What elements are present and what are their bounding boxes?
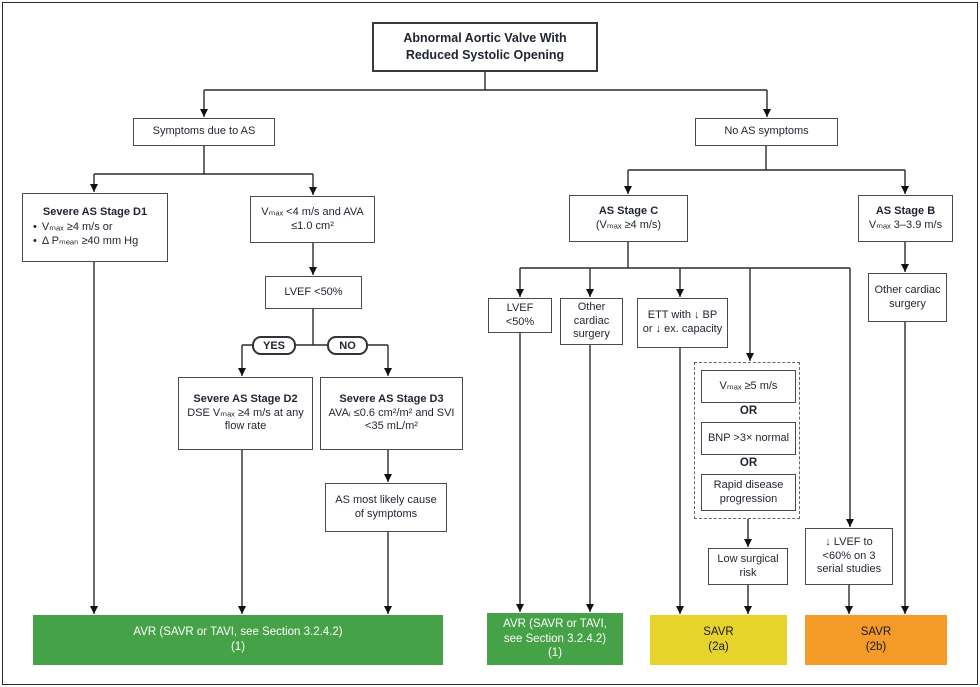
- or-label-2: OR: [739, 457, 758, 469]
- criteria-group-dotted-box: [694, 362, 800, 519]
- d2-title: Severe AS Stage D2: [193, 392, 298, 405]
- d1-bullet-1: Vₘₐₓ ≥4 m/s or: [41, 221, 113, 234]
- avr-secondary-line1: AVR (SAVR or TAVI, see Section 3.2.4.2): [503, 617, 607, 645]
- vmax-ge5-text: Vₘₐₓ ≥5 m/s: [719, 379, 778, 392]
- node-vmax-lt4-ava: Vₘₐₓ <4 m/s and AVA ≤1.0 cm²: [250, 196, 375, 243]
- node-low-surgical-risk: Low surgical risk: [708, 548, 788, 585]
- no-label: NO: [339, 339, 356, 352]
- savr-2a-class: (2a): [708, 641, 729, 653]
- lvef-lt50-left-text: LVEF <50%: [284, 285, 343, 298]
- d3-body: AVAᵢ ≤0.6 cm²/m² and SVI <35 mL/m²: [328, 406, 455, 433]
- d3-title: Severe AS Stage D3: [339, 392, 444, 405]
- d1-bullet-2: Δ Pₘₑₐₙ ≥40 mm Hg: [41, 234, 139, 247]
- node-symptoms-due-to-as: Symptoms due to AS: [133, 118, 275, 146]
- bnp-text: BNP >3× normal: [707, 431, 790, 444]
- root-title-node: Abnormal Aortic Valve With Reduced Systo…: [372, 22, 598, 72]
- or-label-1: OR: [739, 405, 758, 417]
- node-other-cardiac-surgery: Other cardiac surgery: [560, 298, 623, 345]
- outcome-avr-secondary: AVR (SAVR or TAVI, see Section 3.2.4.2) …: [487, 613, 623, 665]
- lvef-decline-text: ↓ LVEF to <60% on 3 serial studies: [816, 535, 882, 576]
- rapid-progression-text: Rapid disease progression: [713, 478, 784, 505]
- node-lvef-lt50-right: LVEF <50%: [488, 298, 552, 333]
- node-other-cardiac-surgery-b: Other cardiac surgery: [868, 273, 947, 322]
- as-most-likely-text: AS most likely cause of symptoms: [335, 493, 437, 520]
- savr-2b-line1: SAVR: [860, 626, 892, 639]
- node-no-as-symptoms: No AS symptoms: [695, 118, 838, 146]
- vmax-lt4-text: Vₘₐₓ <4 m/s and AVA ≤1.0 cm²: [261, 205, 364, 232]
- d1-title: Severe AS Stage D1: [42, 206, 148, 219]
- avr-main-line1: AVR (SAVR or TAVI, see Section 3.2.4.2): [133, 626, 343, 639]
- avr-main-class: (1): [230, 641, 246, 653]
- d1-criteria-list: Vₘₐₓ ≥4 m/s or Δ Pₘₑₐₙ ≥40 mm Hg: [27, 221, 163, 249]
- yes-pill: YES: [252, 336, 296, 355]
- outcome-savr-2b: SAVR (2b): [805, 615, 947, 665]
- no-pill: NO: [327, 336, 368, 355]
- stage-b-title: AS Stage B: [875, 204, 936, 217]
- node-vmax-ge5: Vₘₐₓ ≥5 m/s: [701, 370, 796, 403]
- node-as-most-likely: AS most likely cause of symptoms: [325, 483, 447, 532]
- savr-2a-line1: SAVR: [703, 626, 734, 639]
- node-bnp: BNP >3× normal: [701, 422, 796, 455]
- symptoms-header-text: Symptoms due to AS: [152, 125, 256, 138]
- node-as-stage-b: AS Stage B Vₘₐₓ 3–3.9 m/s: [858, 195, 953, 242]
- lvef-lt50-right-text: LVEF <50%: [505, 301, 535, 328]
- no-as-symptoms-text: No AS symptoms: [724, 125, 809, 138]
- outcome-savr-2a: SAVR (2a): [650, 615, 787, 665]
- ett-text: ETT with ↓ BP or ↓ ex. capacity: [642, 309, 723, 335]
- other-cardiac-surgery-b-text: Other cardiac surgery: [874, 283, 941, 310]
- node-lvef-decline: ↓ LVEF to <60% on 3 serial studies: [805, 528, 893, 585]
- low-surgical-risk-text: Low surgical risk: [717, 552, 779, 579]
- node-severe-as-stage-d2: Severe AS Stage D2 DSE Vₘₐₓ ≥4 m/s at an…: [178, 377, 313, 450]
- other-cardiac-surgery-text: Other cardiac surgery: [573, 300, 610, 341]
- d2-body: DSE Vₘₐₓ ≥4 m/s at any flow rate: [187, 406, 304, 433]
- savr-2b-class: (2b): [865, 641, 887, 653]
- stage-c-subtitle: (Vₘₐₓ ≥4 m/s): [595, 218, 662, 231]
- root-title-text: Abnormal Aortic Valve With Reduced Systo…: [403, 31, 567, 62]
- node-ett: ETT with ↓ BP or ↓ ex. capacity: [637, 298, 728, 348]
- stage-c-title: AS Stage C: [598, 204, 659, 217]
- yes-label: YES: [262, 339, 285, 352]
- outcome-avr-main: AVR (SAVR or TAVI, see Section 3.2.4.2) …: [33, 615, 443, 665]
- avr-secondary-class: (1): [547, 647, 563, 660]
- node-as-stage-c: AS Stage C (Vₘₐₓ ≥4 m/s): [569, 195, 688, 242]
- node-severe-as-stage-d3: Severe AS Stage D3 AVAᵢ ≤0.6 cm²/m² and …: [320, 377, 463, 450]
- stage-b-subtitle: Vₘₐₓ 3–3.9 m/s: [868, 218, 943, 231]
- node-rapid-progression: Rapid disease progression: [701, 474, 796, 511]
- node-lvef-lt50-left: LVEF <50%: [265, 276, 362, 309]
- node-severe-as-stage-d1: Severe AS Stage D1 Vₘₐₓ ≥4 m/s or Δ Pₘₑₐ…: [22, 193, 168, 262]
